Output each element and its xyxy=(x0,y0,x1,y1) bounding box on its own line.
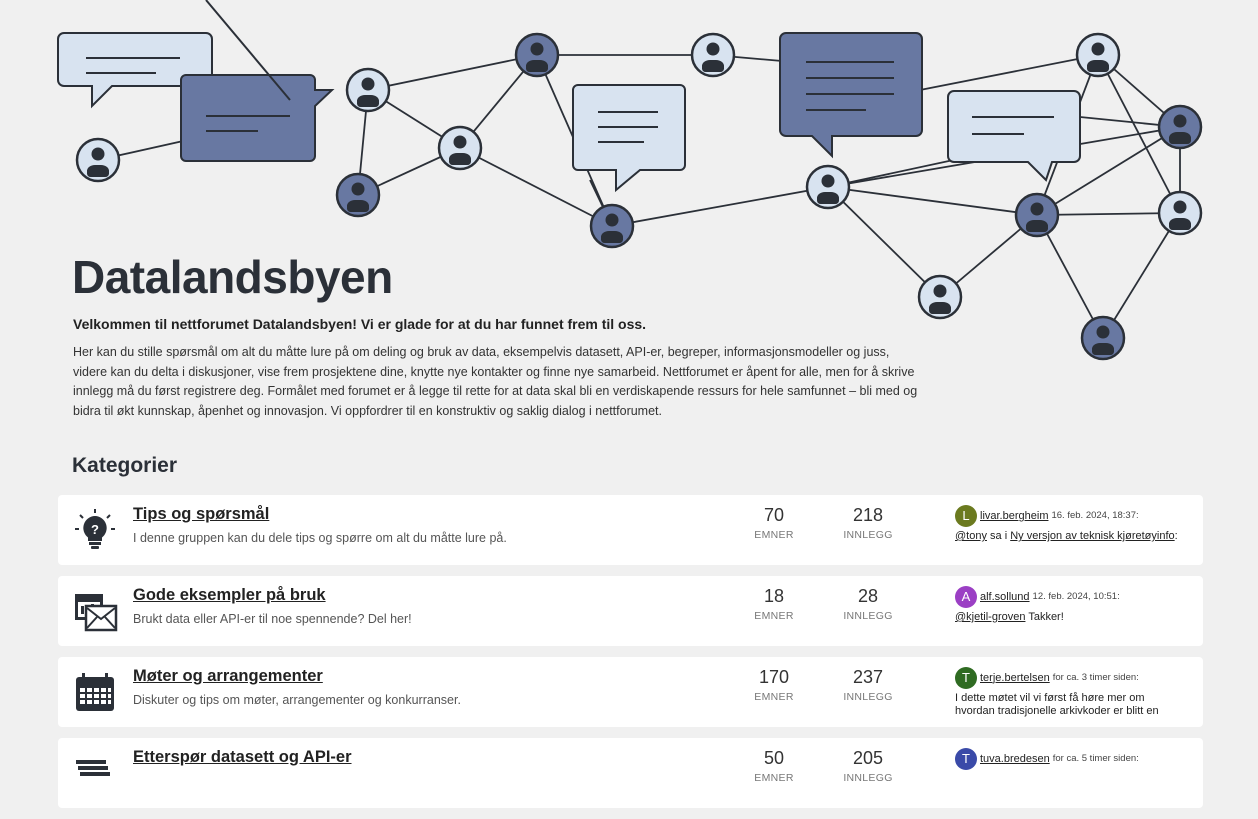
topics-label: EMNER xyxy=(754,772,794,784)
category-title-link[interactable]: Tips og spørsmål xyxy=(133,505,270,523)
posts-label: INNLEGG xyxy=(843,529,893,541)
latest-time: for ca. 3 timer siden: xyxy=(1052,671,1139,683)
category-row[interactable]: Etterspør datasett og API-er 50 EMNER 20… xyxy=(58,738,1203,808)
person-node-icon xyxy=(589,203,635,249)
latest-post: L livar.bergheim 16. feb. 2024, 18:37: @… xyxy=(955,505,1185,543)
latest-time: 16. feb. 2024, 18:37: xyxy=(1051,509,1139,521)
svg-text:?: ? xyxy=(91,522,99,537)
topics-stat: 18 EMNER xyxy=(734,586,814,622)
category-description: I denne gruppen kan du dele tips og spør… xyxy=(133,531,507,545)
latest-user-link[interactable]: terje.bertelsen xyxy=(980,671,1050,684)
category-row[interactable]: Gode eksempler på bruk Brukt data eller … xyxy=(58,576,1203,646)
categories-heading: Kategorier xyxy=(72,454,178,477)
latest-user-link[interactable]: tuva.bredesen xyxy=(980,752,1050,765)
topics-count: 50 xyxy=(763,748,785,768)
posts-count: 28 xyxy=(857,586,879,606)
topics-stat: 50 EMNER xyxy=(734,748,814,784)
header-illustration xyxy=(57,0,1203,361)
intro-text: Her kan du stille spørsmål om alt du måt… xyxy=(73,345,918,418)
latest-user-link[interactable]: livar.bergheim xyxy=(980,509,1049,522)
person-node-icon xyxy=(1157,104,1203,150)
posts-label: INNLEGG xyxy=(843,772,893,784)
person-node-icon xyxy=(75,137,121,183)
posts-count: 237 xyxy=(852,667,884,687)
calendar-icon xyxy=(76,673,114,711)
excerpt-suffix: : xyxy=(1174,530,1178,542)
avatar[interactable]: T xyxy=(955,748,977,770)
person-node-icon xyxy=(690,32,736,78)
posts-label: INNLEGG xyxy=(843,691,893,703)
latest-time: 12. feb. 2024, 10:51: xyxy=(1032,590,1120,602)
topics-count: 70 xyxy=(763,505,785,525)
page-title: Datalandsbyen xyxy=(72,251,393,303)
latest-post: T terje.bertelsen for ca. 3 timer siden:… xyxy=(955,667,1185,717)
lightbulb-question-icon: ? xyxy=(75,509,115,549)
topics-count: 170 xyxy=(758,667,790,687)
latest-post: T tuva.bredesen for ca. 5 timer siden: xyxy=(955,748,1185,770)
avatar[interactable]: T xyxy=(955,667,977,689)
latest-excerpt: @tony sa i Ny versjon av teknisk kjøretø… xyxy=(955,530,1185,543)
category-list: ? Tips og spørsmål I denne gruppen kan d… xyxy=(58,495,1203,819)
topics-count: 18 xyxy=(763,586,785,606)
person-node-icon xyxy=(345,67,391,113)
category-title-link[interactable]: Møter og arrangementer xyxy=(133,667,323,685)
topics-stat: 70 EMNER xyxy=(734,505,814,541)
topics-stat: 170 EMNER xyxy=(734,667,814,703)
posts-stat: 205 INNLEGG xyxy=(828,748,908,784)
latest-time: for ca. 5 timer siden: xyxy=(1052,752,1139,764)
person-node-icon xyxy=(805,164,851,210)
topic-link[interactable]: Ny versjon av teknisk kjøretøyinfo xyxy=(1010,530,1175,542)
category-description: Diskuter og tips om møter, arrangementer… xyxy=(133,693,461,707)
category-title-link[interactable]: Gode eksempler på bruk xyxy=(133,586,326,604)
posts-stat: 218 INNLEGG xyxy=(828,505,908,541)
person-node-icon xyxy=(437,125,483,171)
posts-count: 218 xyxy=(852,505,884,525)
mention-link[interactable]: @kjetil-groven xyxy=(955,611,1026,623)
excerpt-text: Takker! xyxy=(1025,611,1064,623)
latest-post: A alf.sollund 12. feb. 2024, 10:51: @kje… xyxy=(955,586,1185,624)
person-node-icon xyxy=(1014,192,1060,238)
category-row[interactable]: ? Tips og spørsmål I denne gruppen kan d… xyxy=(58,495,1203,565)
topics-label: EMNER xyxy=(754,610,794,622)
latest-excerpt: I dette møtet vil vi først få høre mer o… xyxy=(955,692,1159,717)
category-row[interactable]: Møter og arrangementer Diskuter og tips … xyxy=(58,657,1203,727)
stack-icon xyxy=(76,760,110,776)
person-node-icon xyxy=(1075,32,1121,78)
person-node-icon xyxy=(1080,315,1126,361)
posts-count: 205 xyxy=(852,748,884,768)
posts-stat: 237 INNLEGG xyxy=(828,667,908,703)
posts-stat: 28 INNLEGG xyxy=(828,586,908,622)
data-mail-icon xyxy=(75,594,118,632)
latest-excerpt: @kjetil-groven Takker! xyxy=(955,611,1185,624)
person-node-icon xyxy=(335,172,381,218)
topics-label: EMNER xyxy=(754,529,794,541)
category-description: Brukt data eller API-er til noe spennend… xyxy=(133,612,412,626)
topics-label: EMNER xyxy=(754,691,794,703)
latest-user-link[interactable]: alf.sollund xyxy=(980,590,1030,603)
person-node-icon xyxy=(917,274,963,320)
posts-label: INNLEGG xyxy=(843,610,893,622)
mention-link[interactable]: @tony xyxy=(955,530,987,542)
welcome-subtitle: Velkommen til nettforumet Datalandsbyen!… xyxy=(73,316,647,332)
avatar[interactable]: A xyxy=(955,586,977,608)
person-node-icon xyxy=(1157,190,1203,236)
excerpt-text: sa i xyxy=(986,530,1011,542)
person-node-icon xyxy=(514,32,560,78)
avatar[interactable]: L xyxy=(955,505,977,527)
